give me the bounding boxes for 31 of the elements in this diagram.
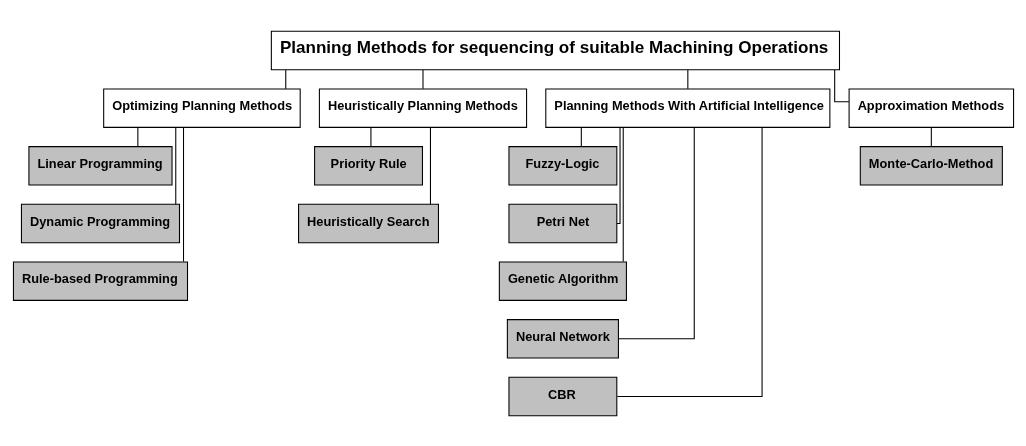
connector — [622, 126, 624, 262]
connector — [429, 126, 431, 205]
node-box: Dynamic Programming — [20, 203, 180, 243]
node-box: Genetic Algorithm — [498, 260, 627, 301]
connector — [136, 126, 138, 147]
connector — [930, 126, 932, 147]
node-box: Linear Programming — [27, 145, 173, 186]
connector — [369, 126, 371, 147]
node-box: Rule-based Programming — [12, 260, 188, 301]
connector — [580, 126, 582, 147]
node-box: Priority Rule — [313, 145, 423, 186]
node-box: Heuristically Search — [297, 203, 439, 243]
connector — [174, 126, 176, 205]
node-box: Planning Methods With Artificial Intelligence — [544, 87, 830, 128]
node-box: Fuzzy-Logic — [507, 145, 617, 186]
connector — [182, 126, 184, 262]
node-box: Approximation Methods — [848, 87, 1014, 128]
connector — [833, 68, 849, 102]
connector — [421, 69, 424, 89]
node-box: Petri Net — [507, 203, 617, 243]
node-box: CBR — [507, 376, 617, 416]
connector — [616, 126, 763, 397]
connector — [686, 69, 688, 89]
connector — [617, 126, 695, 339]
node-box: Monte-Carlo-Method — [859, 145, 1003, 186]
connector — [284, 69, 286, 89]
node-box: Optimizing Planning Methods — [102, 87, 301, 128]
connector — [615, 126, 621, 224]
node-box: Neural Network — [506, 318, 619, 359]
node-box: Planning Methods for sequencing of suitable Machining Operations — [270, 30, 840, 70]
node-box: Heuristically Planning Methods — [318, 87, 527, 128]
